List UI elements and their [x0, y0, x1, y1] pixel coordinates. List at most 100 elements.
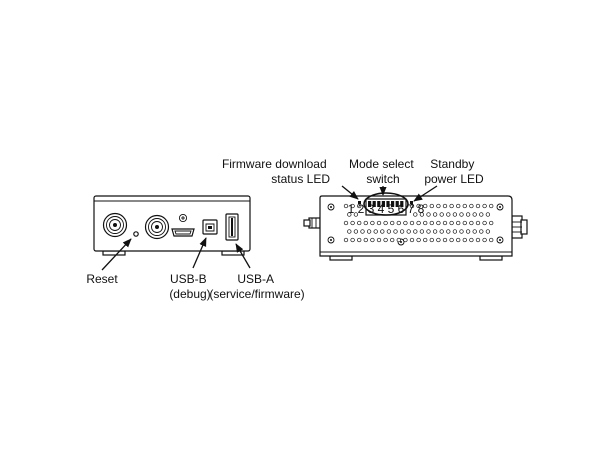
mode-switch-label-line1: Mode select: [349, 157, 414, 171]
vent-hole: [373, 229, 378, 234]
vent-hole: [353, 212, 359, 217]
vent-hole: [456, 203, 461, 209]
vent-hole: [363, 220, 368, 226]
vent-hole: [479, 229, 484, 234]
vent-hole: [439, 212, 444, 217]
usb-b-arrow: [192, 237, 207, 269]
reset-button[interactable]: [133, 231, 139, 237]
vent-hole: [479, 212, 484, 217]
firmware-led-arrow: [341, 185, 359, 200]
top-view-device: 1 2 3 4 5 6 7 8: [303, 192, 528, 261]
bnc-connector-left: [102, 212, 128, 238]
vent-hole: [489, 220, 494, 226]
vent-hole: [383, 237, 388, 243]
vent-hole: [462, 203, 467, 209]
vent-hole: [357, 203, 362, 209]
vent-hole: [413, 229, 418, 234]
vent-hole: [390, 220, 395, 226]
vent-hole: [472, 229, 477, 234]
vent-hole: [475, 237, 481, 243]
vent-hole: [353, 229, 359, 234]
vent-hole: [442, 203, 448, 209]
vent-hole: [383, 220, 388, 226]
firmware-led-label-line2: status LED: [271, 172, 330, 186]
dip-switch-key[interactable]: [386, 201, 390, 207]
vent-hole: [396, 220, 401, 226]
vent-hole: [350, 220, 355, 226]
mode-switch-label: Mode select switch: [349, 157, 417, 186]
dip-switch-keys: [368, 201, 404, 207]
vent-hole: [489, 237, 494, 243]
vent-hole: [419, 229, 425, 234]
vent-hole: [363, 237, 368, 243]
vent-hole: [426, 212, 431, 217]
side-connector-left: [303, 217, 321, 229]
usb-b-label: USB-B (debug): [169, 272, 210, 301]
vent-hole: [456, 220, 461, 226]
vent-hole: [472, 212, 477, 217]
dip-switch-key[interactable]: [372, 201, 376, 207]
vent-hole: [399, 229, 405, 234]
mode-switch-label-line2: switch: [366, 172, 399, 186]
reset-arrow: [101, 238, 132, 271]
vent-hole: [360, 229, 365, 234]
dip-switch-key[interactable]: [377, 201, 381, 207]
vent-hole: [350, 203, 355, 209]
vent-hole: [485, 229, 491, 234]
switch-numbers: 1 2 3 4 5 6 7 8: [348, 202, 425, 216]
bnc-connector-right: [144, 214, 170, 240]
vent-hole: [350, 237, 355, 243]
vent-hole: [416, 220, 421, 226]
vent-hole: [343, 237, 349, 243]
dip-switch-key[interactable]: [381, 201, 385, 207]
vent-hole: [482, 237, 487, 243]
vent-hole: [475, 203, 481, 209]
vent-hole: [416, 203, 421, 209]
vent-hole: [416, 237, 421, 243]
vent-hole: [485, 212, 491, 217]
vent-hole: [469, 220, 474, 226]
vent-hole: [439, 229, 444, 234]
vent-hole: [456, 237, 461, 243]
vent-hole: [403, 237, 408, 243]
standby-led-label-line2: power LED: [424, 172, 484, 186]
vent-hole: [426, 229, 431, 234]
side-connector-right: [511, 215, 528, 239]
vent-hole: [429, 220, 434, 226]
dip-switch-key[interactable]: [395, 201, 399, 207]
vent-hole: [409, 237, 415, 243]
vent-hole: [347, 212, 352, 217]
usb-a-port[interactable]: [225, 213, 239, 241]
usb-b-label-line1: USB-B: [170, 272, 207, 286]
usb-b-port[interactable]: [202, 219, 218, 235]
vent-hole: [366, 229, 372, 234]
vent-hole: [357, 220, 362, 226]
vent-hole: [390, 237, 395, 243]
vent-hole: [376, 237, 382, 243]
vent-hole: [393, 229, 398, 234]
vent-hole: [413, 212, 418, 217]
vent-hole: [459, 229, 464, 234]
vent-hole: [376, 220, 382, 226]
usb-a-label-line1: USB-A: [237, 272, 274, 286]
vent-hole: [462, 220, 467, 226]
vent-hole: [436, 237, 441, 243]
dip-switch-key[interactable]: [391, 201, 395, 207]
vent-hole: [343, 220, 349, 226]
vent-hole: [423, 203, 428, 209]
standby-led-label-line1: Standby: [430, 157, 474, 171]
usb-a-arrow: [235, 243, 251, 269]
vent-hole: [469, 203, 474, 209]
vent-hole: [446, 212, 451, 217]
dip-switch-key[interactable]: [368, 201, 372, 207]
vent-hole: [343, 203, 349, 209]
dip-switch-key[interactable]: [400, 201, 404, 207]
vent-hole: [419, 212, 425, 217]
vent-hole: [423, 237, 428, 243]
screw-icon: [327, 203, 504, 246]
vent-hole: [449, 237, 454, 243]
front-panel: [93, 195, 251, 252]
vent-hole: [429, 203, 434, 209]
vent-hole: [482, 203, 487, 209]
